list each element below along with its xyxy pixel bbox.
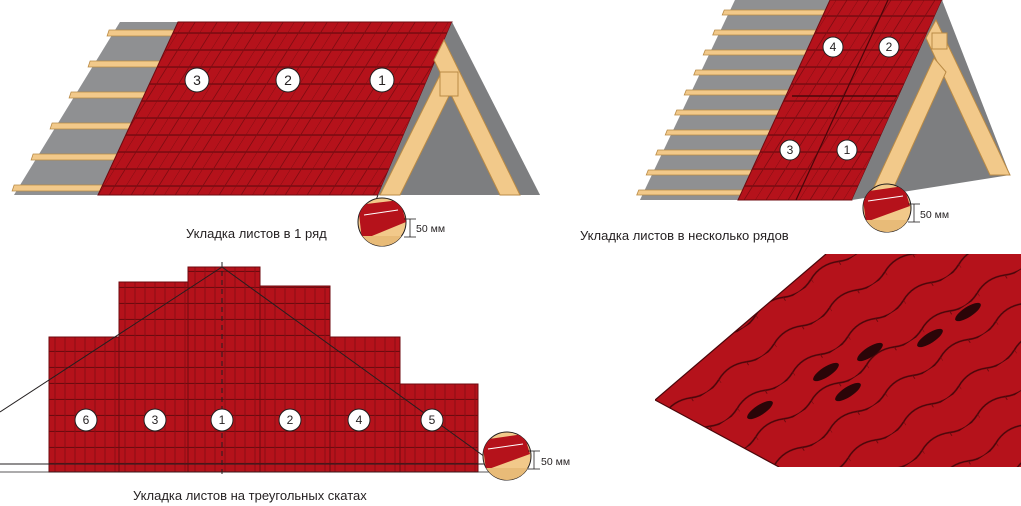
- sheet-label-circle: [184, 67, 210, 93]
- footprint: [955, 302, 981, 322]
- footprint: [835, 382, 861, 402]
- sheet-number: 3: [152, 413, 159, 427]
- sheet-number: 3: [193, 72, 201, 88]
- sheet-number: 1: [219, 413, 226, 427]
- batten: [645, 169, 759, 176]
- sheet-label-circle: [143, 408, 167, 432]
- overlap-dimension: 50 мм: [416, 223, 445, 235]
- footprint: [747, 400, 773, 420]
- sheet-label-circle: [74, 408, 98, 432]
- batten: [674, 109, 786, 116]
- batten: [664, 129, 777, 136]
- slope-edge-left: [0, 266, 223, 413]
- batten: [683, 89, 796, 96]
- footprints: [747, 302, 981, 420]
- overlap-dimension: 50 мм: [920, 209, 949, 221]
- sheet-number: 1: [378, 72, 386, 88]
- sheet-6: [48, 336, 120, 473]
- batten: [655, 149, 768, 156]
- sheet-number: 1: [844, 143, 851, 157]
- sheet-number: 3: [787, 143, 794, 157]
- sheet-label-circle: [210, 408, 234, 432]
- batten: [106, 29, 181, 37]
- slope-edge-right: [221, 266, 493, 463]
- sheet-label-circle: [836, 139, 858, 161]
- sheet-labels: 4 2 3 1: [779, 36, 900, 161]
- sheet-labels: 3 2 1: [184, 67, 395, 93]
- sheet-2: [259, 285, 331, 473]
- sheet-number: 4: [830, 40, 837, 54]
- overlap-dimension: 50 мм: [541, 456, 570, 468]
- batten: [30, 153, 124, 161]
- caption-multi-row: Укладка листов в несколько рядов: [580, 228, 789, 243]
- sheet-4: [329, 336, 401, 473]
- panel-triangular: 6 3 1 2 4 5 50 мм Укладка листов на треу…: [0, 262, 570, 503]
- sheet-number: 5: [429, 413, 436, 427]
- ridge-beam: [931, 32, 948, 50]
- rafter: [925, 18, 1011, 176]
- sheet-label-circle: [275, 67, 301, 93]
- batten: [712, 29, 823, 36]
- footprint: [857, 342, 883, 362]
- sheet-labels: 6 3 1 2 4 5: [74, 408, 444, 432]
- sheet-label-circle: [822, 36, 844, 58]
- column-seam: [795, 0, 889, 201]
- sheet-3: [118, 281, 189, 473]
- caption-triangular: Укладка листов на треугольных скатах: [133, 488, 367, 503]
- panel-single-row: 3 2 1 50 мм Укладка листов в 1 ряд: [11, 21, 540, 247]
- batten: [636, 189, 750, 196]
- roof-closeup: [655, 254, 1021, 467]
- batten: [87, 60, 167, 68]
- sheet-label-circle: [369, 67, 395, 93]
- caption-single-row: Укладка листов в 1 ряд: [186, 226, 327, 241]
- batten: [11, 184, 110, 192]
- closeup-edge: [655, 254, 827, 467]
- sheet-label-circle: [278, 408, 302, 432]
- overlap-detail: 50 мм: [357, 194, 445, 247]
- batten: [49, 122, 138, 130]
- batten: [68, 91, 153, 99]
- panel-closeup: [655, 254, 1021, 467]
- sheet-1: [187, 266, 261, 473]
- sheet-label-circle: [878, 36, 900, 58]
- footprint: [813, 362, 839, 382]
- footprint: [917, 328, 943, 348]
- sheet-label-circle: [779, 139, 801, 161]
- sheet-label-circle: [347, 408, 371, 432]
- overlap-detail: 50 мм: [482, 431, 570, 481]
- sheet-label-circle: [420, 408, 444, 432]
- sheet-number: 6: [83, 413, 90, 427]
- battens: [636, 9, 832, 196]
- batten: [721, 9, 832, 16]
- sheet-number: 2: [287, 413, 294, 427]
- batten: [693, 69, 805, 76]
- overlap-detail: 50 мм: [862, 183, 949, 233]
- panel-multi-row: 4 2 3 1 50 мм Укладка листов в несколько…: [580, 0, 1011, 243]
- sheet-number: 4: [356, 413, 363, 427]
- sheet-number: 2: [886, 40, 893, 54]
- batten: [702, 49, 814, 56]
- ridge-beam: [439, 71, 459, 97]
- sheet-number: 2: [284, 72, 292, 88]
